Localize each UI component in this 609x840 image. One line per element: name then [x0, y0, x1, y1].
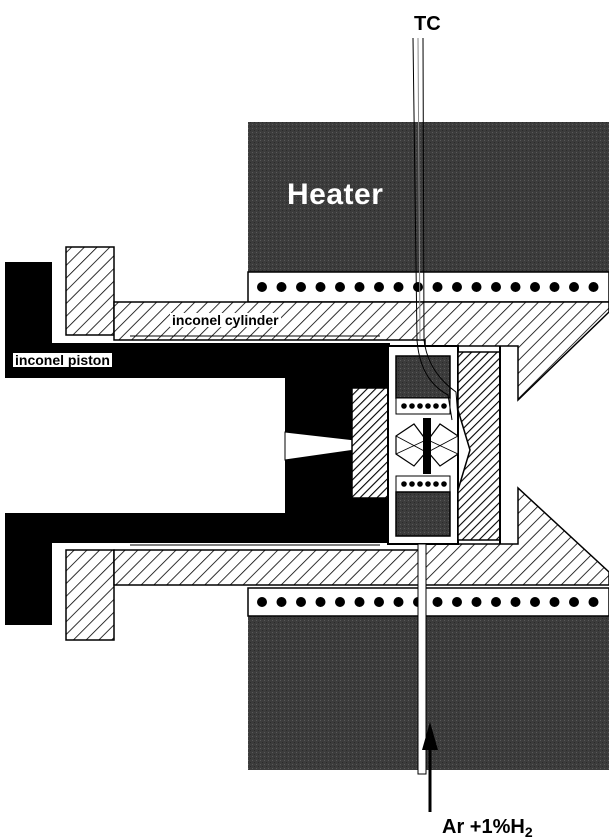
coil-dots-lower — [257, 597, 599, 607]
coil-dot — [315, 597, 326, 607]
coil-dot — [374, 282, 384, 292]
coil-dot — [393, 597, 404, 607]
gas-label-main: Ar +1%H — [442, 816, 525, 838]
coil-dot — [491, 282, 501, 292]
diamond-anvils — [395, 418, 459, 474]
gas-label: Ar +1%H2 — [442, 817, 533, 839]
coil-dot — [315, 282, 326, 292]
coil-dot — [432, 597, 443, 607]
coil-dot — [276, 282, 287, 292]
coil-dot — [471, 282, 482, 292]
coil-dot — [393, 282, 404, 292]
coil-dot — [374, 597, 384, 607]
coil-dot — [257, 597, 267, 607]
cell-coil-dot — [409, 481, 415, 487]
heater-coil-lower — [247, 587, 609, 617]
cell-coil-dot — [401, 403, 407, 409]
cell-coil-dot — [425, 481, 431, 487]
cell-coil-dot — [417, 403, 423, 409]
coil-dot — [530, 597, 540, 607]
spacer-left — [351, 387, 389, 499]
heater-label: Heater — [287, 178, 384, 211]
coil-dot — [276, 597, 287, 607]
cell-heater-dots — [401, 403, 447, 487]
coil-dot — [257, 282, 267, 292]
thermocouple-wires — [412, 37, 459, 421]
coil-dot — [452, 282, 462, 292]
cylinder-label: inconel cylinder — [170, 312, 281, 328]
coil-dot — [588, 282, 599, 292]
cell-coil-dot — [417, 481, 423, 487]
coil-dot — [510, 597, 521, 607]
coil-dot — [588, 597, 599, 607]
coil-dot — [471, 597, 482, 607]
coil-dot — [354, 597, 365, 607]
coil-dot — [569, 597, 579, 607]
gas-label-subscript: 2 — [524, 824, 533, 840]
cell-coil-dot — [409, 403, 415, 409]
coil-dot — [452, 597, 462, 607]
coil-dot — [549, 597, 560, 607]
coil-dot — [549, 282, 560, 292]
cell-coil-dot — [433, 403, 439, 409]
spacer-right — [457, 346, 501, 544]
thermocouple-label: TC — [414, 13, 441, 35]
coil-dot — [432, 282, 443, 292]
gas-inlet-tube — [417, 543, 427, 775]
cell-coil-dot — [433, 481, 439, 487]
gas-flow-arrow — [422, 722, 438, 812]
cell-coil-dot — [441, 481, 447, 487]
cell-coil-dot — [425, 403, 431, 409]
coil-dots-upper — [257, 282, 599, 292]
coil-dot — [296, 282, 306, 292]
cell-coil-dot — [441, 403, 447, 409]
coil-dot — [569, 282, 579, 292]
coil-dot — [296, 597, 306, 607]
coil-dot — [354, 282, 365, 292]
coil-dot — [335, 282, 345, 292]
piston-label: inconel piston — [12, 352, 113, 368]
cell-coil-dot — [401, 481, 407, 487]
coil-dot — [491, 597, 501, 607]
coil-dot — [335, 597, 345, 607]
coil-dot — [510, 282, 521, 292]
coil-dot — [530, 282, 540, 292]
coil-dot — [413, 282, 423, 292]
heater-upper — [248, 122, 609, 272]
